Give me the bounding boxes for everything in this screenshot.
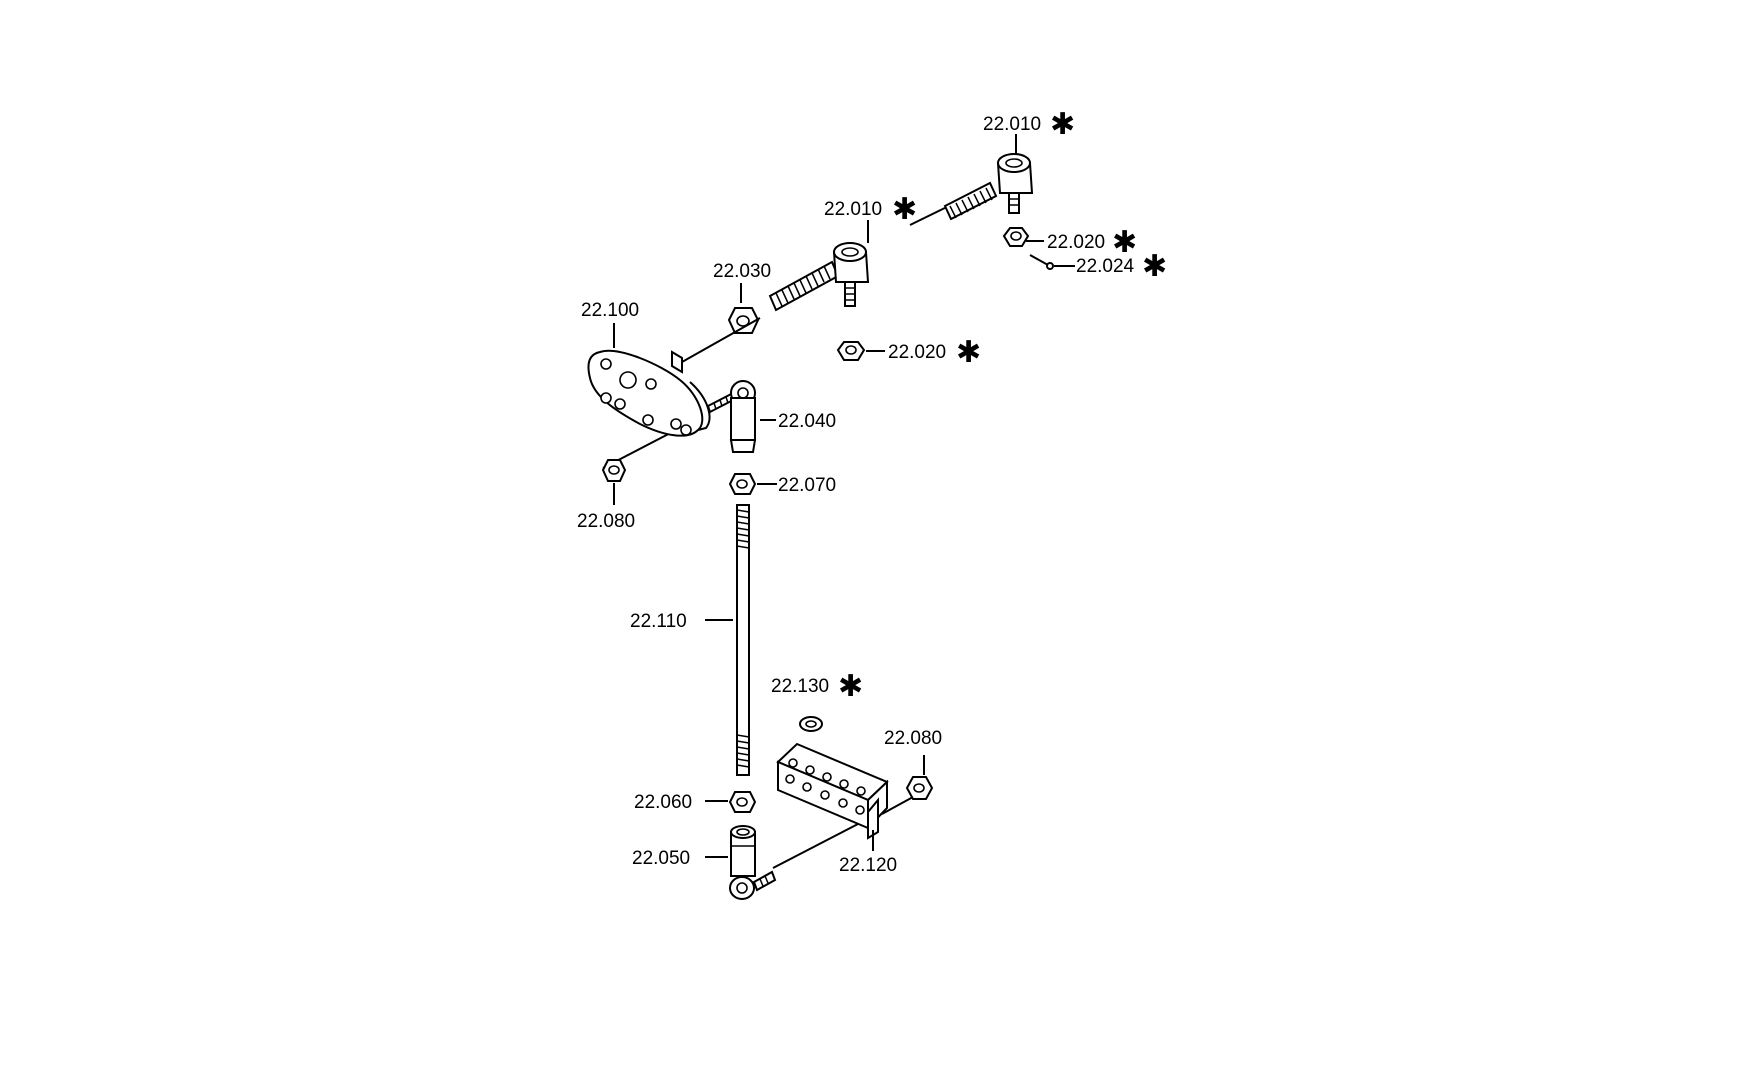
asterisk-icon: ✱ — [892, 192, 917, 227]
nut-22060 — [728, 791, 757, 813]
asterisk-icon: ✱ — [1112, 225, 1137, 260]
callout-22040: 22.040 — [778, 411, 836, 432]
callout-22010-middle: 22.010 ✱ — [824, 192, 917, 227]
callout-22020-upper-right: 22.020 ✱ — [1047, 225, 1137, 260]
callout-22060: 22.060 — [634, 792, 692, 813]
part-number: 22.110 — [630, 611, 687, 632]
callout-22130: 22.130 ✱ — [771, 669, 863, 704]
callout-22024: 22.024 ✱ — [1076, 249, 1167, 284]
part-number: 22.040 — [778, 411, 836, 432]
nut-middle — [836, 341, 866, 361]
callout-22030: 22.030 — [713, 261, 771, 282]
part-number: 22.020 — [1047, 232, 1105, 253]
callout-22070: 22.070 — [778, 475, 836, 496]
part-number: 22.130 — [771, 676, 829, 697]
ball-joint-middle — [768, 242, 870, 312]
part-number: 22.020 — [888, 342, 946, 363]
part-number: 22.010 — [983, 114, 1041, 135]
part-number: 22.080 — [577, 511, 635, 532]
part-number: 22.050 — [632, 848, 690, 869]
part-number: 22.070 — [778, 475, 836, 496]
part-number: 22.100 — [581, 300, 639, 321]
threaded-rod — [736, 504, 750, 776]
nut-22080-left — [601, 459, 627, 482]
rod-end-upper — [706, 380, 757, 453]
part-number: 22.010 — [824, 199, 882, 220]
nut-22080-right — [905, 776, 934, 800]
callout-22080-left: 22.080 — [577, 511, 635, 532]
callout-22110: 22.110 — [630, 611, 687, 632]
cotter-pin — [1029, 254, 1054, 270]
callout-22120: 22.120 — [839, 855, 897, 876]
callout-22020-middle: 22.020 ✱ — [888, 335, 981, 370]
washer-22130 — [799, 716, 823, 732]
asterisk-icon: ✱ — [1142, 249, 1167, 284]
asterisk-icon: ✱ — [1050, 107, 1075, 142]
lever-plate — [587, 349, 711, 437]
part-number: 22.080 — [884, 728, 942, 749]
nut-upper-right — [1002, 227, 1030, 247]
lever-arm — [776, 742, 889, 840]
nut-22070 — [728, 473, 757, 495]
part-number: 22.120 — [839, 855, 897, 876]
rod-end-lower — [729, 825, 777, 900]
part-number: 22.060 — [634, 792, 692, 813]
asterisk-icon: ✱ — [956, 335, 981, 370]
leader-lines — [613, 134, 1075, 858]
ball-joint-upper-right — [909, 153, 1034, 226]
callout-22100: 22.100 — [581, 300, 639, 321]
callout-22050: 22.050 — [632, 848, 690, 869]
asterisk-icon: ✱ — [838, 669, 863, 704]
part-number: 22.024 — [1076, 256, 1135, 277]
callout-22080-right: 22.080 — [884, 728, 942, 749]
callout-22010-upper-right: 22.010 ✱ — [983, 107, 1075, 142]
part-number: 22.030 — [713, 261, 771, 282]
